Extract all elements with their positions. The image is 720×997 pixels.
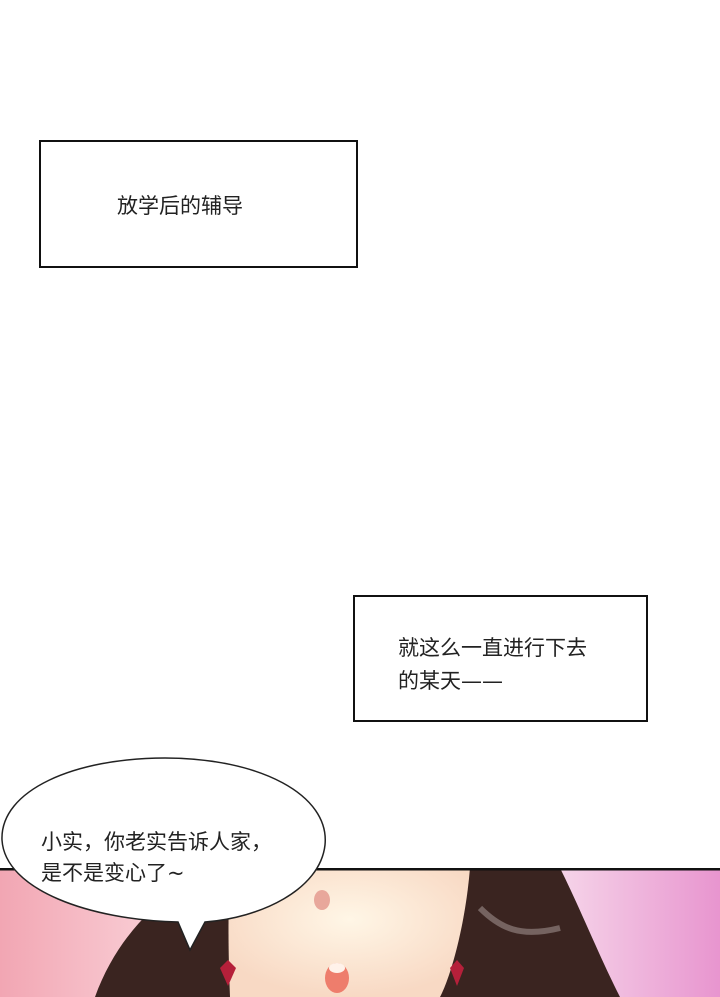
caption-box-title: 放学后的辅导	[39, 140, 358, 268]
speech-text-line-1: 小实，你老实告诉人家，	[41, 830, 272, 854]
caption-box-narration: 就这么一直进行下去 的某天——	[353, 595, 648, 722]
comic-panel-girl-face	[0, 868, 720, 997]
speech-bubble	[1, 757, 326, 952]
caption-text-line-2: 的某天——	[398, 669, 503, 693]
caption-text-line-1: 就这么一直进行下去	[398, 636, 587, 660]
speech-text-line-2: 是不是变心了~	[41, 861, 185, 885]
caption-text: 放学后的辅导	[117, 194, 243, 218]
